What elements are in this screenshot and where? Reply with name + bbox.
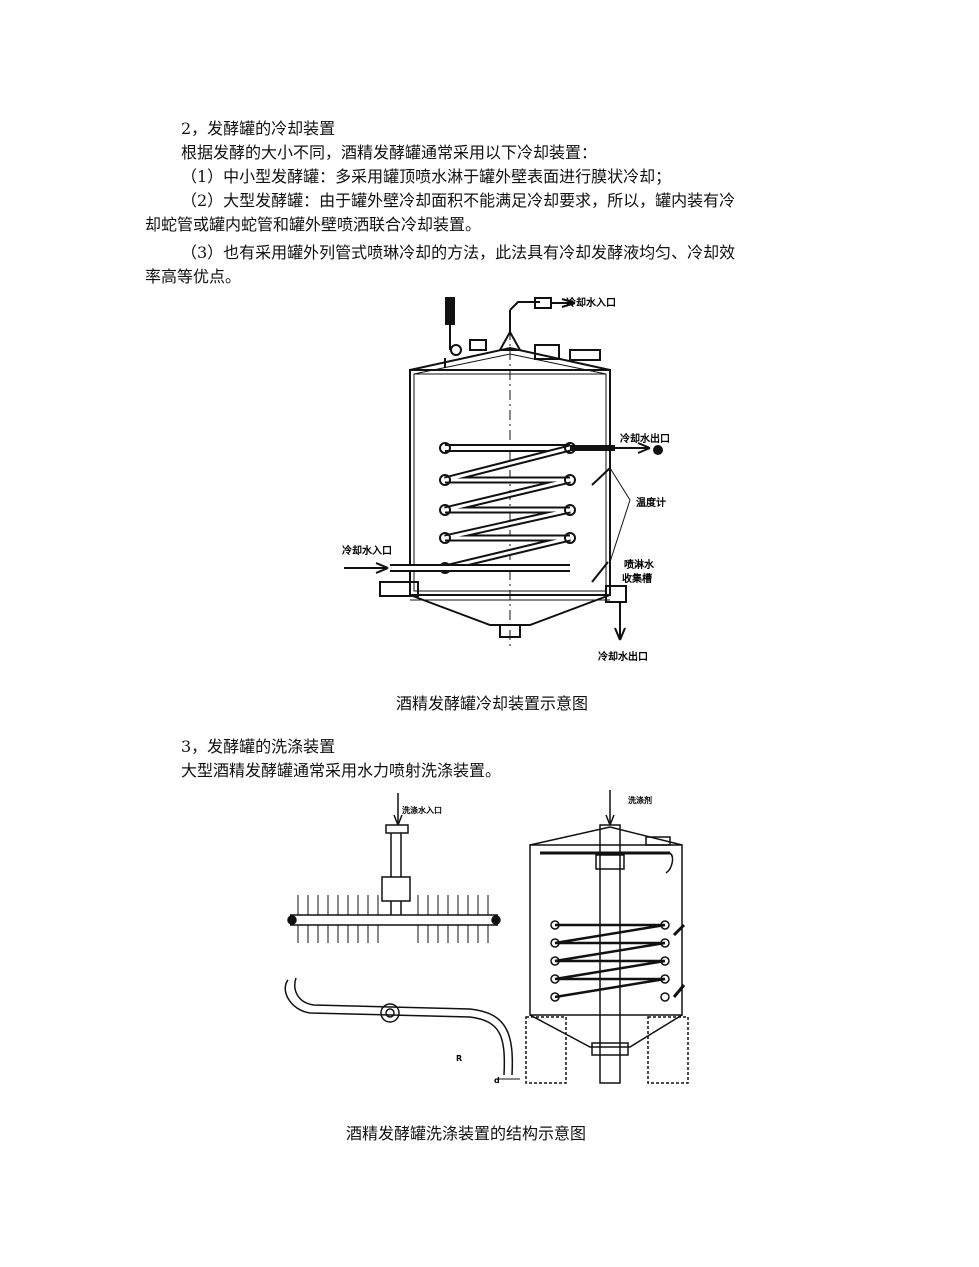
cooling-device-figure: 冷却水入口 冷却水出口 温度计 冷却水入口 喷淋水 收集槽 冷却水出口 bbox=[342, 296, 670, 663]
label-detergent: 洗涤剂 bbox=[628, 795, 652, 805]
figure1-caption: 酒精发酵罐冷却装置示意图 bbox=[396, 694, 589, 713]
section2-item2-line2: 却蛇管或罐内蛇管和罐外壁喷洒联合冷却装置。 bbox=[145, 215, 482, 234]
label-thermometer: 温度计 bbox=[636, 496, 666, 509]
label-collect-trough: 收集槽 bbox=[622, 572, 652, 585]
section2-heading: 2，发酵罐的冷却装置 bbox=[181, 119, 336, 138]
label-outlet-right: 冷却水出口 bbox=[620, 432, 670, 445]
section2-item3-line2: 率高等优点。 bbox=[145, 267, 242, 286]
section2-item3-line1: （3）也有采用罐外列管式喷琳冷却的方法，此法具有冷却发酵液均匀、冷却效 bbox=[181, 243, 736, 262]
label-d: d bbox=[494, 1076, 500, 1085]
washing-device-figure: 洗涤水入口 洗涤剂 R d bbox=[284, 790, 689, 1085]
section3-heading: 3，发酵罐的洗涤装置 bbox=[181, 737, 336, 756]
label-outlet-bottom: 冷却水出口 bbox=[598, 650, 648, 663]
section3-intro: 大型酒精发酵罐通常采用水力喷射洗涤装置。 bbox=[181, 761, 502, 780]
section2-item2-line1: （2）大型发酵罐：由于罐外壁冷却面积不能满足冷却要求，所以，罐内装有冷 bbox=[181, 191, 736, 210]
label-r: R bbox=[456, 1054, 462, 1063]
label-inlet-left: 冷却水入口 bbox=[342, 544, 392, 557]
section2-item1: （1）中小型发酵罐：多采用罐顶喷水淋于罐外壁表面进行膜状冷却； bbox=[181, 167, 672, 186]
label-inlet-top: 冷却水入口 bbox=[566, 296, 616, 309]
section2-intro: 根据发酵的大小不同，酒精发酵罐通常采用以下冷却装置： bbox=[181, 143, 598, 162]
label-spray-water: 喷淋水 bbox=[624, 558, 655, 571]
label-wash-inlet: 洗涤水入口 bbox=[402, 805, 442, 815]
figure2-caption: 酒精发酵罐洗涤装置的结构示意图 bbox=[346, 1124, 587, 1143]
